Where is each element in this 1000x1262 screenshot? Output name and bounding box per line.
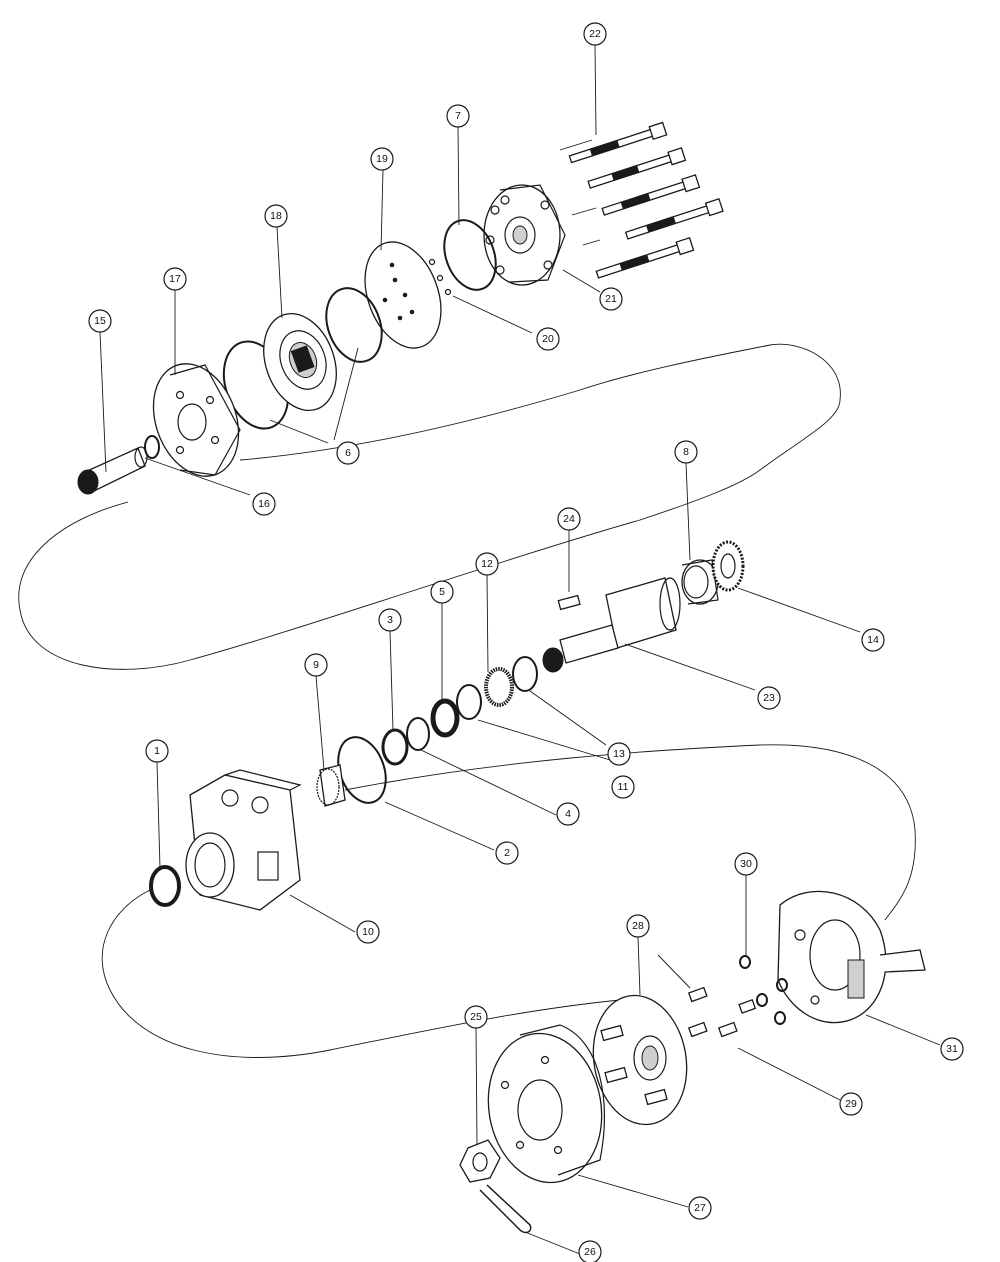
svg-text:31: 31: [946, 1043, 958, 1055]
callout-25: 25: [464, 1005, 488, 1029]
callout-9: 9: [304, 653, 328, 677]
callout-8: 8: [674, 440, 698, 464]
assembly-path-upper: [18, 343, 841, 670]
callout-13: 13: [607, 742, 631, 766]
thrust-bearing-part-14: [711, 540, 745, 592]
castle-nut-part-25: [459, 1139, 501, 1183]
spline-shaft-part-15: [77, 446, 148, 495]
ring-part-4: [406, 717, 430, 751]
callout-23: 23: [757, 686, 781, 710]
callout-14: 14: [861, 628, 885, 652]
callout-2: 2: [495, 841, 519, 865]
callout-26: 26: [578, 1240, 602, 1262]
cotter-pin-part-26: [479, 1184, 532, 1234]
svg-text:3: 3: [387, 614, 393, 626]
housing-plate-part-17: [152, 363, 241, 477]
assembly-path-lower: [101, 744, 916, 1058]
output-shaft-part-23: [542, 577, 681, 673]
key-part-24: [557, 594, 581, 611]
svg-text:16: 16: [258, 498, 270, 510]
svg-text:19: 19: [376, 153, 388, 165]
gerotor-part-18: [263, 312, 337, 412]
svg-text:12: 12: [481, 558, 493, 570]
washer-part-13: [512, 656, 538, 692]
callout-22: 22: [583, 22, 607, 46]
hub-part-28: [592, 994, 688, 1126]
svg-text:14: 14: [867, 634, 879, 646]
balls-part-20: [428, 258, 452, 296]
o-ring-part-6a: [325, 287, 383, 363]
svg-text:15: 15: [94, 315, 106, 327]
callout-4: 4: [556, 802, 580, 826]
o-ring-part-7: [443, 219, 497, 291]
svg-text:29: 29: [845, 1098, 857, 1110]
callout-28: 28: [626, 914, 650, 938]
end-cover-part-21: [483, 184, 566, 286]
svg-text:23: 23: [763, 692, 775, 704]
callout-5: 5: [430, 580, 454, 604]
svg-text:22: 22: [589, 28, 601, 40]
svg-text:30: 30: [740, 858, 752, 870]
bearing-part-8: [681, 559, 719, 605]
svg-text:28: 28: [632, 920, 644, 932]
callout-12: 12: [475, 552, 499, 576]
callout-24: 24: [557, 507, 581, 531]
svg-text:21: 21: [605, 293, 617, 305]
svg-text:17: 17: [169, 273, 181, 285]
svg-text:4: 4: [565, 808, 571, 820]
washer-part-16: [144, 435, 160, 459]
housing-part-10: [185, 769, 302, 911]
callout-17: 17: [163, 267, 187, 291]
callout-16: 16: [252, 492, 276, 516]
svg-text:20: 20: [542, 333, 554, 345]
svg-text:2: 2: [504, 847, 510, 859]
svg-text:10: 10: [362, 926, 374, 938]
seal-part-1: [149, 865, 181, 907]
svg-text:13: 13: [613, 748, 625, 760]
callout-31: 31: [940, 1037, 964, 1061]
nuts-part-30: [739, 955, 788, 1025]
callout-15: 15: [88, 309, 112, 333]
needle-bearing-part-9: [316, 764, 346, 807]
svg-text:6: 6: [345, 447, 351, 459]
svg-text:8: 8: [683, 446, 689, 458]
callout-1: 1: [145, 739, 169, 763]
callout-29: 29: [839, 1092, 863, 1116]
svg-text:25: 25: [470, 1011, 482, 1023]
svg-text:18: 18: [270, 210, 282, 222]
callout-7: 7: [446, 104, 470, 128]
callout-30: 30: [734, 852, 758, 876]
drum-part-27: [487, 1024, 606, 1184]
callout-11: 11: [611, 775, 635, 799]
ring-part-3: [381, 728, 409, 766]
leader-lines: [99, 44, 941, 1255]
svg-text:9: 9: [313, 659, 319, 671]
washer-part-11: [456, 684, 482, 720]
svg-text:27: 27: [694, 1202, 706, 1214]
valve-plate-part-19: [364, 241, 442, 349]
svg-text:26: 26: [584, 1246, 596, 1258]
svg-text:1: 1: [154, 745, 160, 757]
svg-text:7: 7: [455, 110, 461, 122]
svg-text:11: 11: [618, 781, 629, 793]
svg-text:5: 5: [439, 586, 445, 598]
callout-3: 3: [378, 608, 402, 632]
seal-part-5: [430, 698, 460, 738]
callout-10: 10: [356, 920, 380, 944]
callout-20: 20: [536, 327, 560, 351]
brake-plate-part-31: [777, 890, 926, 1024]
thrust-washer-part-12: [484, 667, 514, 707]
bolts-part-22: [559, 121, 724, 279]
callout-6: 6: [336, 441, 360, 465]
callout-19: 19: [370, 147, 394, 171]
callout-18: 18: [264, 204, 288, 228]
svg-text:24: 24: [563, 513, 575, 525]
screws-part-29: [657, 954, 757, 1038]
callout-27: 27: [688, 1196, 712, 1220]
callout-21: 21: [599, 287, 623, 311]
